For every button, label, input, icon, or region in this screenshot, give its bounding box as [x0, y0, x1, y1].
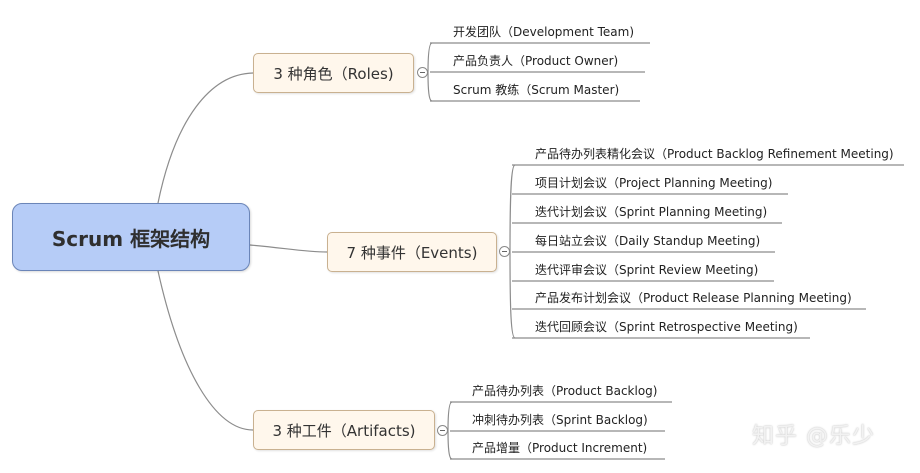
leaf-product-increment[interactable]: 产品增量（Product Increment)	[472, 441, 648, 455]
collapse-artifacts-icon[interactable]	[437, 425, 448, 436]
leaf-project-planning[interactable]: 项目计划会议（Project Planning Meeting)	[535, 176, 773, 190]
watermark: 知乎 @乐少	[752, 424, 875, 449]
leaf-sprint-backlog[interactable]: 冲刺待办列表（Sprint Backlog)	[472, 413, 648, 427]
leaf-release-planning[interactable]: 产品发布计划会议（Product Release Planning Meetin…	[535, 291, 852, 305]
connector-root-artifacts	[157, 270, 254, 431]
root-label: Scrum 框架结构	[51, 226, 211, 251]
collapse-roles-icon[interactable]	[417, 67, 428, 78]
leaf-development-team[interactable]: 开发团队（Development Team)	[453, 25, 634, 39]
leaf-scrum-master[interactable]: Scrum 教练（Scrum Master)	[453, 83, 620, 97]
leaf-daily-standup[interactable]: 每日站立会议（Daily Standup Meeting)	[535, 234, 761, 248]
branch-roles-label: 3 种角色（Roles)	[273, 64, 394, 83]
branch-events[interactable]: 7 种事件（Events)	[327, 232, 497, 272]
branch-artifacts[interactable]: 3 种工件（Artifacts)	[253, 410, 435, 450]
branch-events-label: 7 种事件（Events)	[346, 243, 478, 262]
root-node[interactable]: Scrum 框架结构	[12, 203, 250, 271]
leaf-backlog-refinement[interactable]: 产品待办列表精化会议（Product Backlog Refinement Me…	[535, 147, 894, 161]
leaf-sprint-retrospective[interactable]: 迭代回顾会议（Sprint Retrospective Meeting)	[535, 320, 798, 334]
leaf-sprint-planning[interactable]: 迭代计划会议（Sprint Planning Meeting)	[535, 205, 768, 219]
connector-root-roles	[157, 72, 254, 204]
collapse-events-icon[interactable]	[499, 246, 510, 257]
leaf-product-backlog[interactable]: 产品待办列表（Product Backlog)	[472, 384, 658, 398]
leaf-product-owner[interactable]: 产品负责人（Product Owner)	[453, 54, 619, 68]
branch-roles[interactable]: 3 种角色（Roles)	[253, 53, 414, 93]
branch-artifacts-label: 3 种工件（Artifacts)	[272, 421, 416, 440]
connector-root-events	[249, 244, 328, 253]
leaf-sprint-review[interactable]: 迭代评审会议（Sprint Review Meeting)	[535, 263, 759, 277]
